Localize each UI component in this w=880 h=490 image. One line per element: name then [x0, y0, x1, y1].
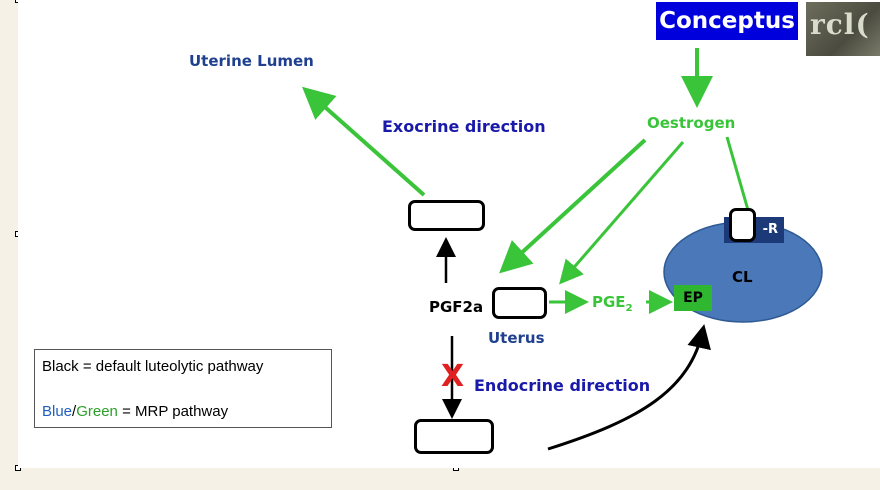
legend-line-mrp: Blue/Green = MRP pathway: [42, 403, 228, 420]
pge2-main: PGE: [592, 293, 626, 311]
uterus-slot-box: [492, 287, 547, 319]
receptor-slot-box: [729, 208, 756, 242]
endocrine-direction-label: Endocrine direction: [474, 376, 651, 395]
exocrine-direction-label: Exocrine direction: [382, 117, 546, 136]
conceptus-label: Conceptus: [659, 8, 795, 34]
pgf2a-label: PGF2a: [429, 298, 484, 316]
arrow-exocrine-to-lumen: [302, 86, 426, 197]
receptor-label: -R: [762, 222, 778, 237]
legend-line-default: Black = default luteolytic pathway: [42, 358, 264, 375]
conceptus-thumbnail-image: rcl(: [806, 2, 880, 56]
arrow-oestrogen-to-uterus: [559, 141, 685, 285]
legend-green-word: Green: [76, 403, 118, 420]
arrow-endocrine-to-cl: [547, 324, 711, 451]
cl-label: CL: [732, 268, 753, 286]
uterine-lumen-label: Uterine Lumen: [189, 52, 314, 70]
legend-blue-word: Blue: [42, 403, 73, 420]
conceptus-box: Conceptus: [656, 2, 798, 40]
oestrogen-label: Oestrogen: [647, 114, 736, 132]
legend-mrp-text: = MRP pathway: [117, 403, 229, 420]
blocked-x-mark: X: [441, 359, 465, 394]
pge2-subscript: 2: [625, 303, 633, 314]
line-oestrogen-to-receptor: [725, 136, 750, 211]
legend-separator: /: [72, 403, 77, 420]
pge2-label: PGE2: [592, 293, 633, 314]
ep-label: EP: [683, 290, 703, 306]
endocrine-slot-box: [414, 419, 494, 454]
uterus-label: Uterus: [488, 329, 545, 347]
legend-box: Black = default luteolytic pathway Blue/…: [34, 349, 332, 428]
arrow-oestrogen-to-pgf2a: [499, 138, 647, 274]
exocrine-slot-box: [408, 200, 485, 231]
ep-receptor-box: EP: [674, 285, 712, 311]
